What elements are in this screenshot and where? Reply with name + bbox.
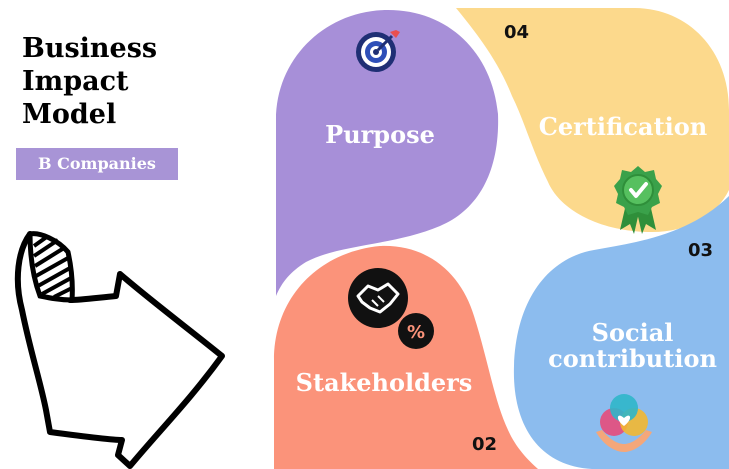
arrow-hatch bbox=[27, 231, 75, 303]
label-purpose: Purpose bbox=[325, 120, 435, 149]
label-social-line1: Social bbox=[591, 318, 674, 347]
label-certification: Certification bbox=[538, 112, 708, 141]
petal-purpose bbox=[276, 10, 499, 296]
subtitle-badge: B Companies bbox=[16, 148, 178, 180]
number-02: 02 bbox=[472, 434, 498, 455]
certified-badge-icon bbox=[614, 166, 662, 234]
hands-heart-icon bbox=[596, 394, 652, 452]
target-icon bbox=[356, 30, 400, 72]
label-stakeholders: Stakeholders bbox=[295, 368, 473, 397]
petal-certification bbox=[456, 8, 729, 232]
hand-drawn-arrow bbox=[14, 231, 225, 469]
label-social: Social contribution bbox=[540, 320, 725, 372]
handshake-percent-icon: % bbox=[348, 268, 434, 349]
title-line-2: Impact bbox=[22, 66, 129, 97]
petal-stakeholders bbox=[274, 245, 538, 469]
title-line-1: Business bbox=[22, 33, 158, 64]
label-social-line2: contribution bbox=[548, 344, 717, 373]
number-04: 04 bbox=[504, 22, 530, 43]
diagram-title: Business Impact Model bbox=[22, 32, 222, 131]
petal-social bbox=[513, 196, 729, 469]
title-line-3: Model bbox=[22, 99, 117, 130]
number-03: 03 bbox=[688, 240, 714, 261]
svg-text:%: % bbox=[407, 322, 425, 343]
